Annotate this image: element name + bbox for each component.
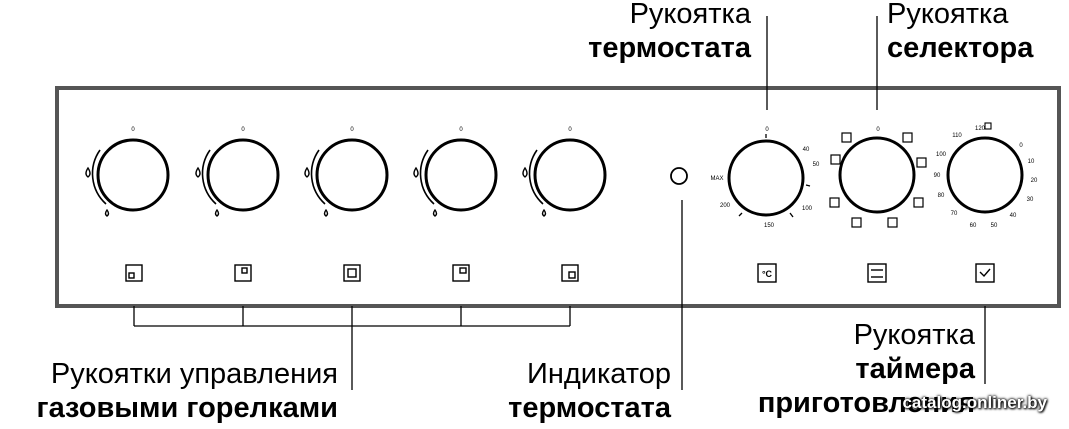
burner-front-right-icon <box>452 264 470 282</box>
thermostat-knob-label-line1: Рукоятка <box>629 0 751 30</box>
burner-knob-1[interactable]: 0 <box>85 127 170 217</box>
flame-small-icon <box>432 208 438 217</box>
selector-knob[interactable]: 0 <box>829 127 927 228</box>
selector-knob-label-line1: Рукоятка <box>887 0 1009 30</box>
thermostat-knob-label-line2: термостата <box>588 32 751 64</box>
flame-small-icon <box>323 208 329 217</box>
timer-icon <box>975 263 995 283</box>
thermostat-knob-label: Рукоятка термостата <box>588 0 751 65</box>
timer-scale-label: 100 <box>936 152 947 158</box>
thermostat-indicator-label-line1: Индикатор <box>526 358 671 390</box>
burner-knob-2[interactable]: 0 <box>195 127 280 217</box>
selector-knob-label-line2: селектора <box>887 32 1034 64</box>
watermark: catalog.onliner.by <box>902 393 1047 412</box>
timer-scale-label: 80 <box>938 193 945 199</box>
flame-small-icon <box>214 208 220 217</box>
burner-knob-zero: 0 <box>568 127 572 133</box>
timer-scale-label: 10 <box>1028 159 1035 165</box>
burner-knob-zero: 0 <box>350 127 354 133</box>
control-panel-frame <box>55 86 1061 308</box>
timer-knob-label-line1: Рукоятка <box>853 319 975 351</box>
burner-knob-4[interactable]: 0 <box>413 127 498 217</box>
burner-knob-zero: 0 <box>131 127 135 133</box>
thermostat-scale-label: 200 <box>720 203 731 209</box>
timer-knob-label: Рукоятка таймера приготовления <box>758 318 975 420</box>
burner-rear-left-icon <box>125 264 143 282</box>
selector-mode-icons <box>829 132 927 228</box>
thermostat-scale-label: 0 <box>765 127 769 133</box>
thermostat-indicator-lamp <box>670 167 688 185</box>
burner-knob-5[interactable]: 0 <box>522 127 607 217</box>
selector-knob-label: Рукоятка селектора <box>887 0 1033 65</box>
timer-scale-label: 120 <box>975 126 986 132</box>
thermostat-scale-label: 150 <box>764 223 775 229</box>
thermostat-scale-label: MAX <box>710 176 723 182</box>
burner-front-left-icon <box>561 264 579 282</box>
thermostat-scale-label: 50 <box>813 162 820 168</box>
burner-knobs-leader <box>133 306 571 390</box>
thermostat-c-icon <box>757 263 777 283</box>
thermostat-knob[interactable]: 0 40 50 MAX 200 150 100 <box>710 127 820 229</box>
timer-scale-label: 0 <box>1019 143 1023 149</box>
burner-knob-zero: 0 <box>459 127 463 133</box>
selector-scale-zero: 0 <box>876 127 880 133</box>
timer-knob-label-line3: приготовления <box>757 387 975 419</box>
flame-large-icon <box>195 166 201 178</box>
burner-knobs-label-line1: Рукоятки управления <box>50 358 338 390</box>
burner-knobs-label: Рукоятки управления газовыми горелками <box>37 357 339 425</box>
timer-scale-label: 90 <box>934 173 941 179</box>
timer-scale-label: 20 <box>1031 178 1038 184</box>
flame-large-icon <box>85 166 91 178</box>
thermostat-scale-label: 40 <box>803 147 810 153</box>
bell-icon <box>984 122 992 130</box>
burner-rear-right-icon <box>234 264 252 282</box>
thermostat-scale-label: 100 <box>802 206 813 212</box>
timer-scale-label: 110 <box>952 133 962 139</box>
burner-knob-zero: 0 <box>241 127 245 133</box>
flame-large-icon <box>413 166 419 178</box>
timer-scale-label: 50 <box>991 223 998 229</box>
burner-center-icon <box>343 264 361 282</box>
flame-small-icon <box>541 208 547 217</box>
timer-knob[interactable]: 120 110 100 90 80 70 60 50 40 30 20 10 0 <box>934 122 1038 229</box>
timer-knob-label-line2: таймера <box>855 353 975 385</box>
thermostat-indicator-label-line2: термостата <box>508 392 671 424</box>
oven-mode-icon <box>867 263 887 283</box>
burner-knobs-label-line2: газовыми горелками <box>36 392 339 424</box>
flame-large-icon <box>522 166 528 178</box>
flame-large-icon <box>304 166 310 178</box>
timer-scale-label: 60 <box>970 223 977 229</box>
thermostat-c-glyph: °C <box>762 269 773 279</box>
burner-knob-3[interactable]: 0 <box>304 127 389 217</box>
thermostat-indicator-label: Индикатор термостата <box>508 357 671 425</box>
flame-small-icon <box>104 208 110 217</box>
timer-scale-label: 40 <box>1010 213 1017 219</box>
timer-scale-label: 30 <box>1027 197 1034 203</box>
timer-scale-label: 70 <box>951 211 958 217</box>
